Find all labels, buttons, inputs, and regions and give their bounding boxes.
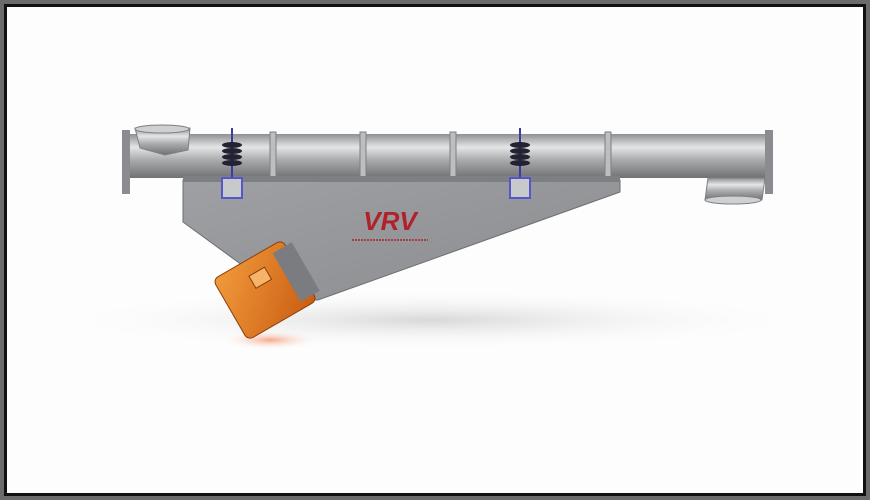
- outlet-port: [704, 177, 766, 201]
- left-flange: [122, 130, 130, 194]
- spring-mount-right: [509, 128, 531, 199]
- plate-rail: [183, 176, 620, 182]
- spring-mount-left: [221, 128, 243, 199]
- vibration-motor: [214, 241, 320, 339]
- floor-shadow: [50, 290, 810, 350]
- right-flange: [765, 130, 773, 194]
- vrv-logo: VRV: [363, 206, 419, 236]
- motor-glow: [220, 330, 320, 350]
